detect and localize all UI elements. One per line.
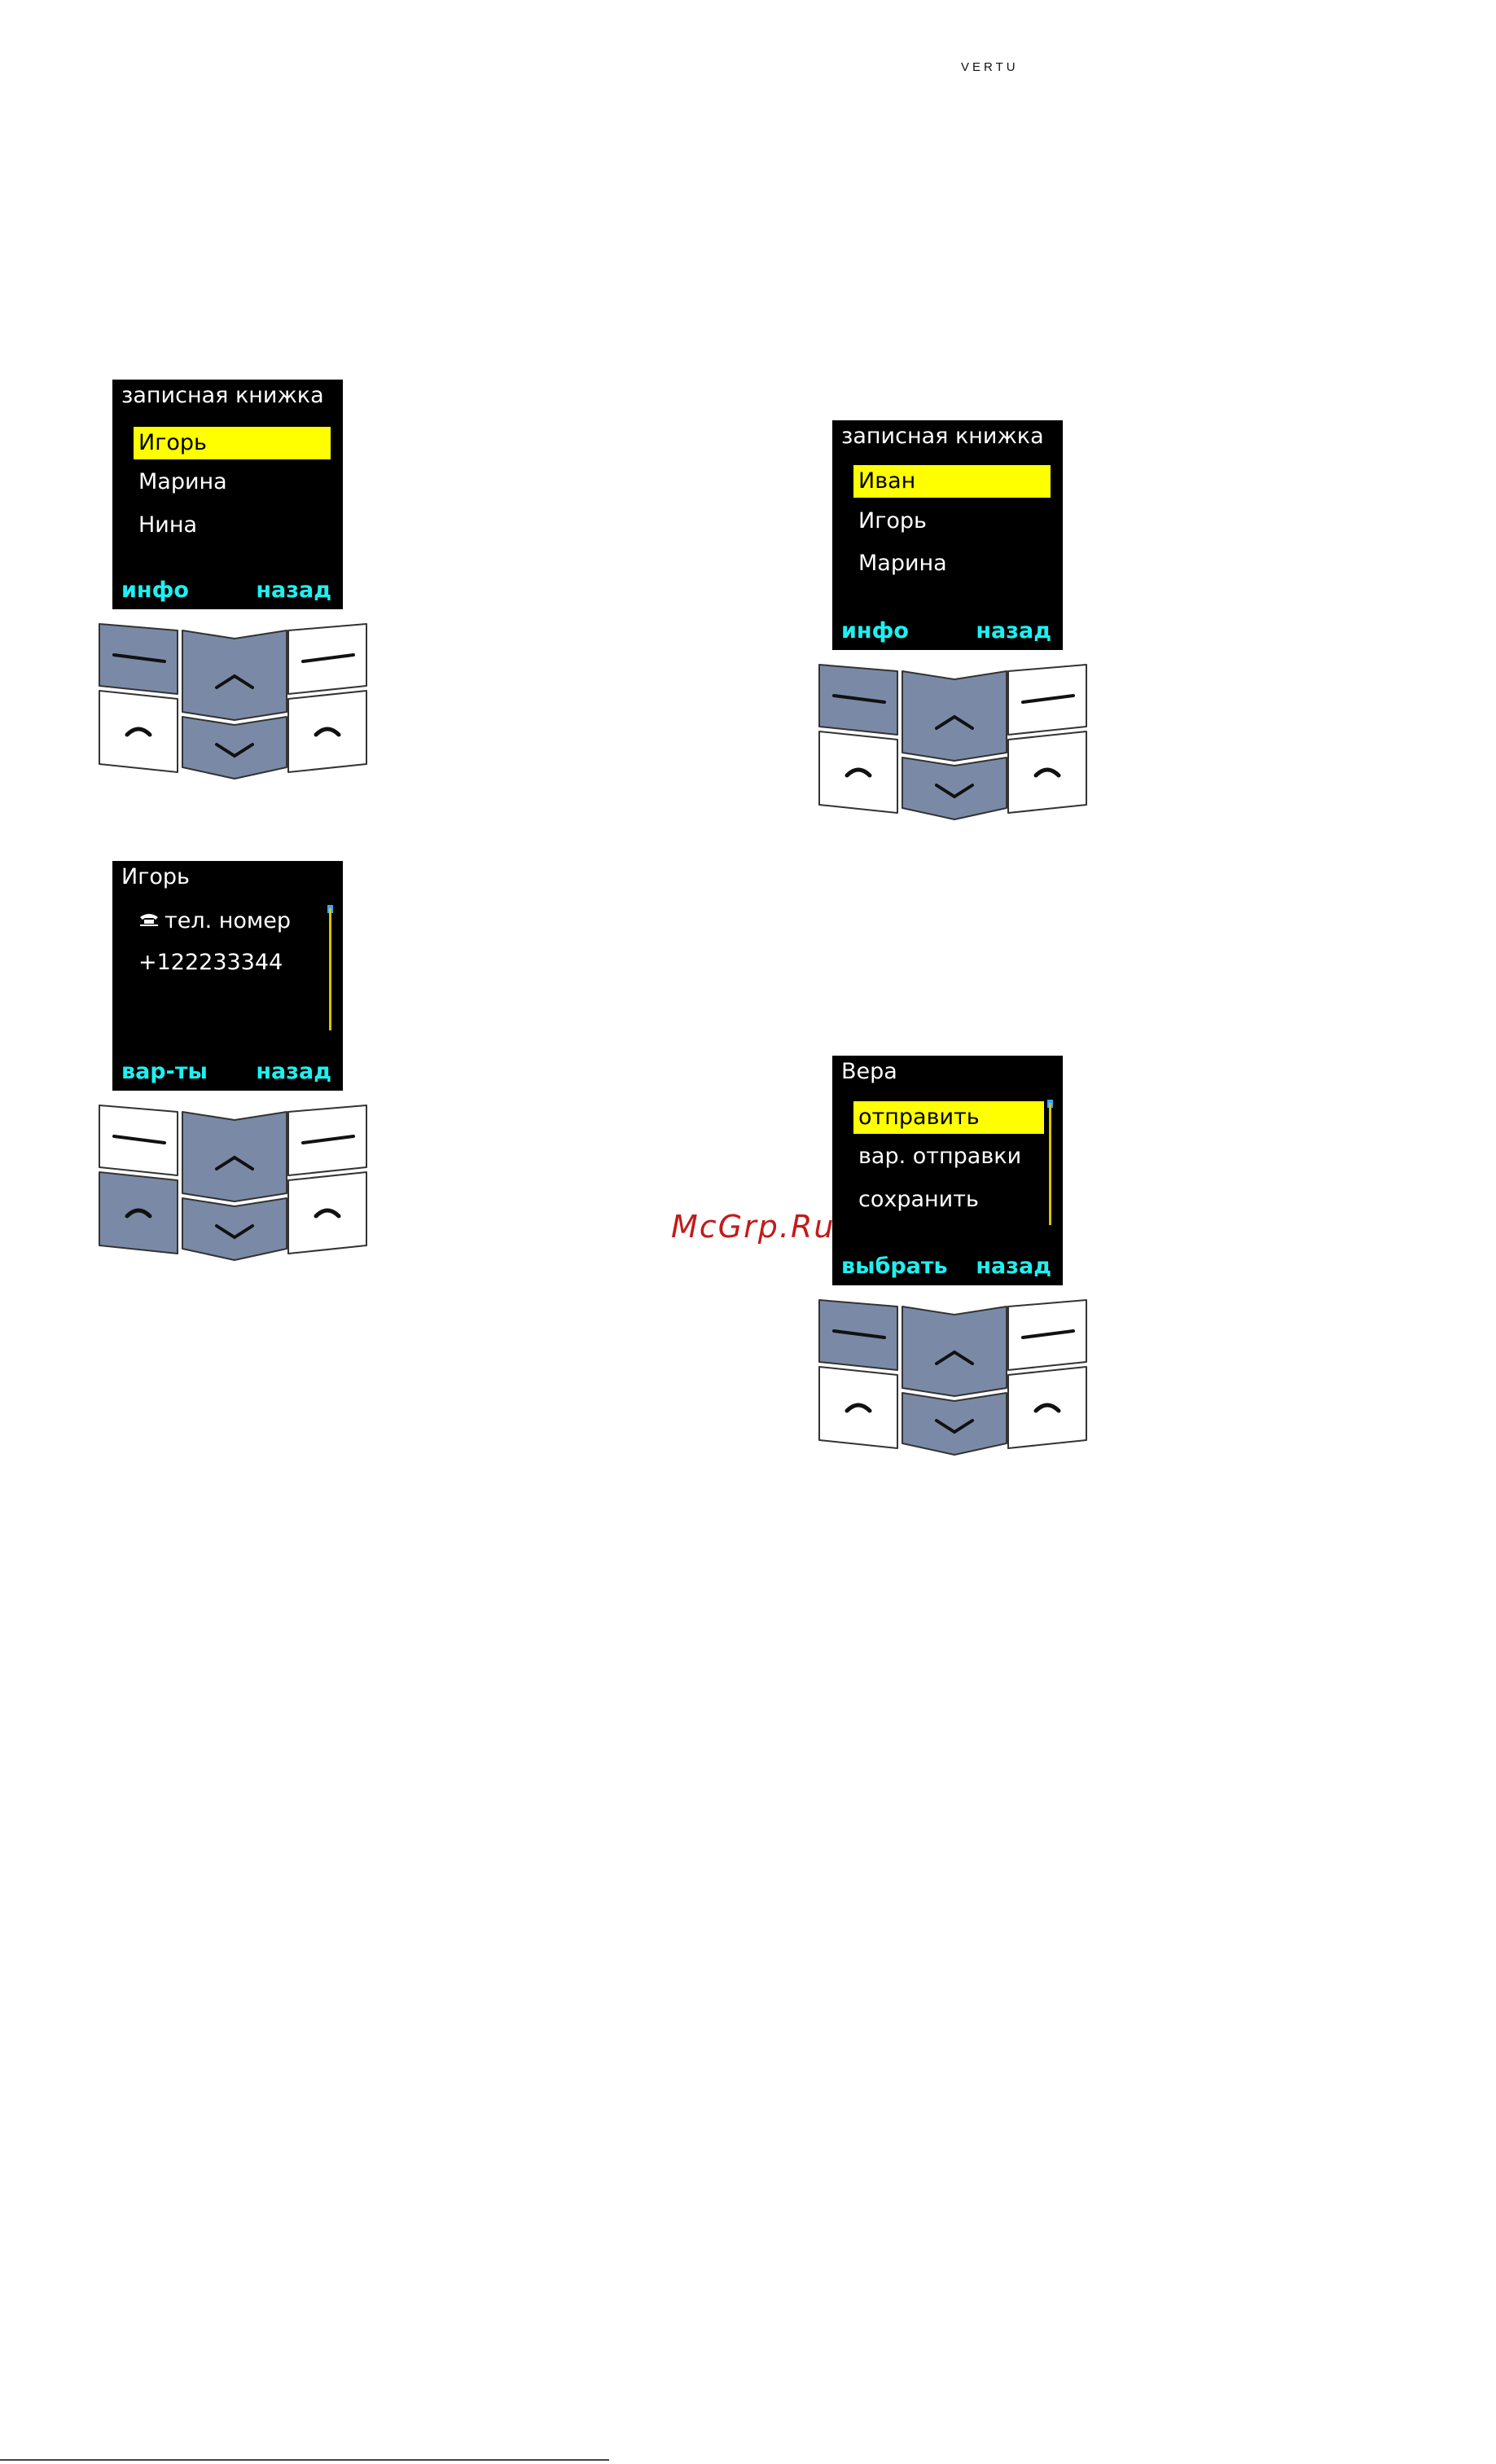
left-softkey-button[interactable] — [99, 624, 178, 694]
end-call-button[interactable] — [1008, 731, 1086, 813]
left-softkey-button[interactable] — [819, 665, 897, 735]
scrollbar[interactable] — [1049, 1103, 1051, 1225]
right-softkey-button[interactable] — [1008, 665, 1086, 735]
list-item[interactable]: Нина — [138, 512, 197, 538]
left-softkey-label[interactable]: инфо — [841, 618, 909, 643]
down-arrow-button[interactable] — [182, 717, 287, 779]
navigation-keypad — [816, 661, 1093, 821]
detail-label: тел. номер — [165, 908, 291, 933]
phone-screen: записная книжка Иван Игорь Марина инфо н… — [832, 420, 1063, 650]
screen-title: Игорь — [121, 864, 190, 889]
scrollbar[interactable] — [329, 908, 331, 1030]
list-item[interactable]: Марина — [858, 551, 947, 576]
detail-label-row: тел. номер — [138, 907, 291, 933]
list-item-selected[interactable]: Игорь — [134, 427, 331, 459]
down-arrow-button[interactable] — [902, 758, 1007, 819]
list-item[interactable]: сохранить — [858, 1187, 979, 1212]
left-softkey-label[interactable]: выбрать — [841, 1254, 948, 1279]
brand-logo-text: VERTU — [961, 60, 1019, 74]
list-item[interactable]: вар. отправки — [858, 1144, 1021, 1169]
up-arrow-button[interactable] — [182, 630, 287, 720]
end-call-button[interactable] — [1008, 1367, 1086, 1448]
down-arrow-button[interactable] — [902, 1393, 1007, 1455]
right-softkey-button[interactable] — [1008, 1300, 1086, 1370]
screen-title: записная книжка — [121, 383, 324, 408]
navigation-keypad — [816, 1297, 1093, 1456]
right-softkey-button[interactable] — [288, 624, 366, 694]
list-item[interactable]: Игорь — [858, 508, 927, 534]
call-button[interactable] — [819, 1367, 897, 1448]
right-softkey-label[interactable]: назад — [976, 618, 1051, 643]
up-arrow-button[interactable] — [182, 1112, 287, 1201]
watermark: McGrp.Ru — [671, 1209, 835, 1245]
phone-screen: записная книжка Игорь Марина Нина инфо н… — [112, 380, 343, 609]
call-button[interactable] — [819, 731, 897, 813]
detail-value: +122233344 — [138, 950, 283, 975]
list-item-selected[interactable]: отправить — [853, 1101, 1044, 1134]
right-softkey-button[interactable] — [288, 1105, 366, 1175]
left-softkey-label[interactable]: вар-ты — [121, 1059, 208, 1084]
down-arrow-button[interactable] — [182, 1198, 287, 1260]
call-button[interactable] — [99, 1172, 178, 1254]
navigation-keypad — [96, 621, 373, 780]
end-call-button[interactable] — [288, 1172, 366, 1254]
page-divider — [0, 2459, 609, 2461]
up-arrow-button[interactable] — [902, 671, 1007, 761]
call-button[interactable] — [99, 691, 178, 772]
right-softkey-label[interactable]: назад — [256, 1059, 331, 1084]
navigation-keypad — [96, 1102, 373, 1262]
phone-icon — [138, 907, 160, 918]
left-softkey-button[interactable] — [99, 1105, 178, 1175]
left-softkey-label[interactable]: инфо — [121, 578, 189, 603]
list-item-selected[interactable]: Иван — [853, 465, 1051, 498]
right-softkey-label[interactable]: назад — [256, 578, 331, 603]
left-softkey-button[interactable] — [819, 1300, 897, 1370]
end-call-button[interactable] — [288, 691, 366, 772]
up-arrow-button[interactable] — [902, 1307, 1007, 1396]
right-softkey-label[interactable]: назад — [976, 1254, 1051, 1279]
list-item[interactable]: Марина — [138, 469, 227, 494]
screen-title: записная книжка — [841, 424, 1044, 449]
phone-screen: Игорь тел. номер +122233344 вар-ты назад — [112, 861, 343, 1091]
screen-title: Вера — [841, 1059, 897, 1084]
phone-screen: Вера отправить вар. отправки сохранить в… — [832, 1056, 1063, 1285]
